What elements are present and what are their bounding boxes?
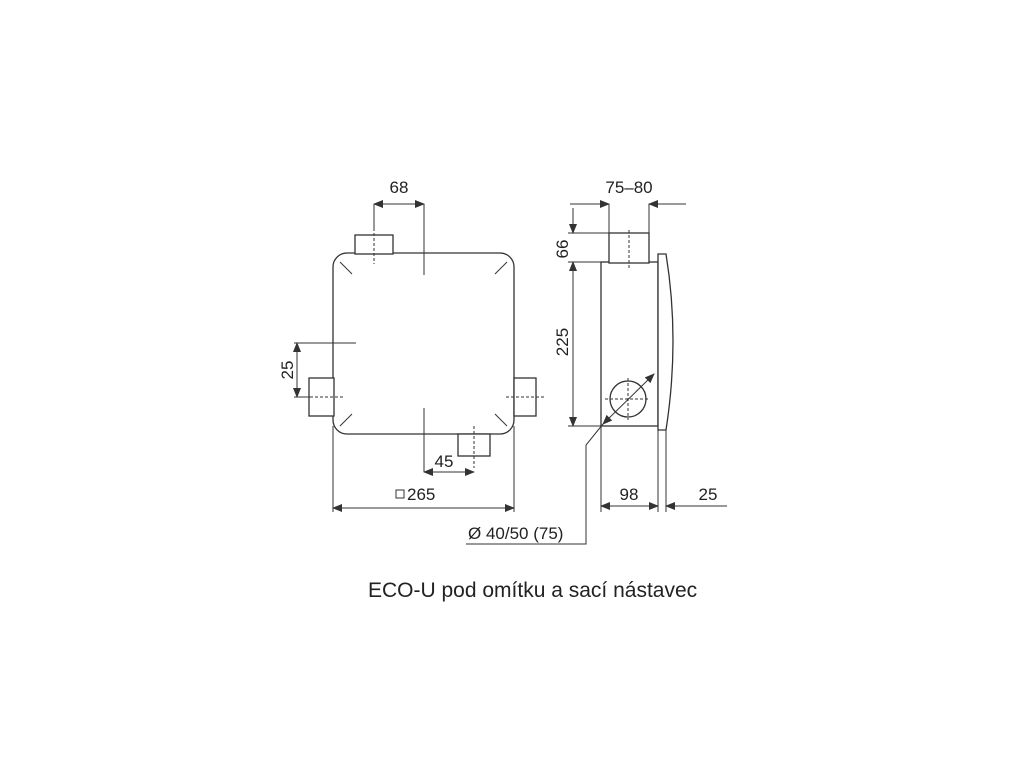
dim-label-225: 225 — [553, 328, 572, 356]
dim-label-25-left: 25 — [278, 361, 297, 380]
side-cover-plate — [657, 253, 674, 431]
front-box-body — [332, 252, 515, 435]
corner-mark — [339, 261, 353, 275]
dim-label-68: 68 — [390, 178, 409, 197]
corner-mark — [494, 261, 508, 275]
dim-label-45: 45 — [435, 452, 454, 471]
dim-label-265: 265 — [407, 485, 435, 504]
diameter-leader-line — [466, 423, 604, 545]
drawing-caption: ECO-U pod omítku a sací nástavec — [368, 579, 697, 602]
corner-mark — [494, 413, 508, 427]
dim-label-66: 66 — [553, 240, 572, 259]
square-symbol-icon — [395, 489, 405, 499]
dim-label-75-80: 75–80 — [605, 178, 652, 197]
dim-label-98: 98 — [620, 485, 639, 504]
side-view: 75–80 66 225 98 25 Ø 40/50 (75) — [466, 178, 727, 545]
dim-label-diameter: Ø 40/50 (75) — [468, 524, 563, 543]
front-view: 68 25 45 265 — [278, 178, 545, 512]
dim-label-25-right: 25 — [699, 485, 718, 504]
diameter-line — [602, 373, 655, 425]
corner-mark — [339, 413, 353, 427]
